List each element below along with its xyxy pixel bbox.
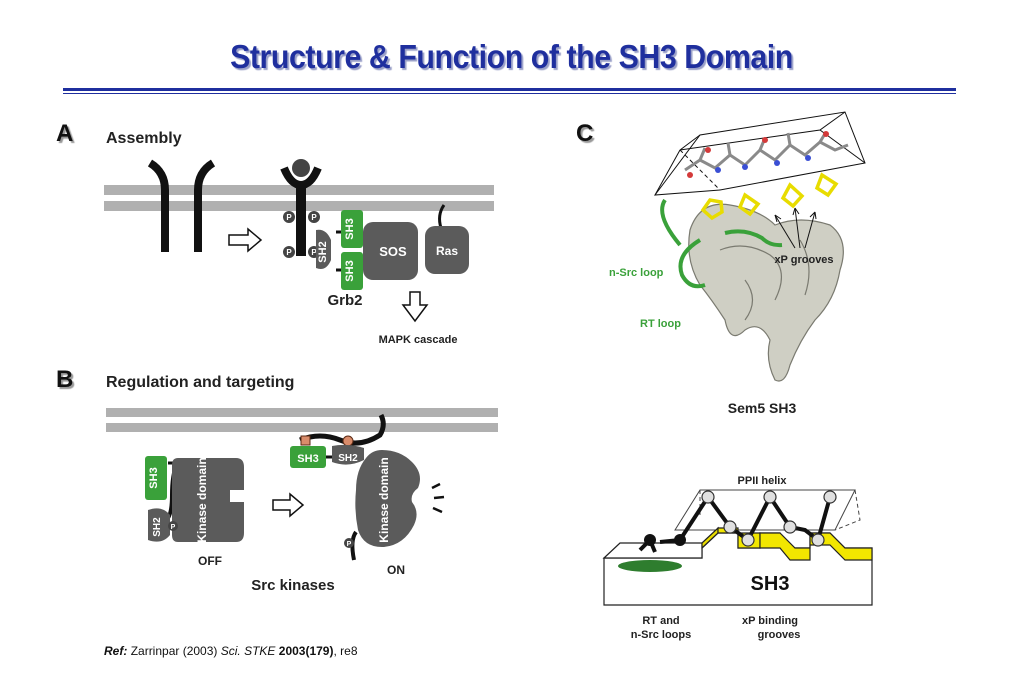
ppii-beads <box>701 490 837 547</box>
sh2-domain-a <box>316 229 331 269</box>
rt-and-label: RT and <box>642 615 679 627</box>
kinase-domain-label-on: Kinase domain <box>377 457 391 542</box>
off-label: OFF <box>198 554 222 568</box>
peptide-sticks <box>684 131 849 172</box>
sh3-label-b-off: SH3 <box>148 467 160 488</box>
rt-n-src-loop-patch <box>618 560 682 572</box>
receptor-inactive <box>147 159 216 252</box>
ref-author: Zarrinpar (2003) <box>130 644 218 658</box>
ref-journal: Sci. STKE <box>220 644 276 658</box>
panel-a-heading: Assembly <box>106 130 182 147</box>
ras-label: Ras <box>436 244 458 258</box>
ppii-helix-label: PPII helix <box>738 475 788 487</box>
sh3-label-a-bottom: SH3 <box>344 260 356 281</box>
membrane-lower-b <box>106 423 498 432</box>
src-kinases-label: Src kinases <box>251 577 334 594</box>
panel-c-schematic: PPII helix SH3 RT and n-Src loops xP bin… <box>602 475 873 641</box>
ref-prefix: Ref: <box>104 644 128 658</box>
svg-text:P: P <box>311 213 317 222</box>
svg-text:P: P <box>286 213 292 222</box>
n-src-loop-label: n-Src loop <box>609 267 664 279</box>
sh2-label-a: SH2 <box>317 241 329 262</box>
n-src-loops-label: n-Src loops <box>631 629 692 641</box>
sem5-label: Sem5 SH3 <box>728 400 797 416</box>
svg-text:P: P <box>171 524 176 531</box>
ref-page: , re8 <box>333 644 358 658</box>
slide-title: Structure & Function of the SH3 Domain <box>230 38 793 75</box>
panel-a-diagram: P P P P SH2 SH3 SH3 SOS Grb2 Ras MAPK ca… <box>104 159 494 346</box>
kinase-domain-label-off: Kinase domain <box>195 457 209 542</box>
grb2-label: Grb2 <box>327 292 362 309</box>
src-kinase-on: SH3 SH2 Kinase domain P ON <box>290 413 445 577</box>
rt-loop-label: RT loop <box>640 318 681 330</box>
panel-b-diagram: SH3 Kinase domain SH2 P OFF SH3 SH2 Kina… <box>106 408 498 594</box>
arrow-down-icon-a <box>401 291 429 323</box>
panel-b-heading: Regulation and targeting <box>106 374 295 391</box>
panel-c-structure: xP grooves n-Src loop RT loop Sem5 SH3 <box>609 111 866 416</box>
arrow-right-icon-a <box>228 227 263 253</box>
ras-protein <box>425 226 469 274</box>
xp-groove-residues <box>700 172 839 221</box>
sh3-ribbon <box>688 203 844 382</box>
ppii-prism <box>674 489 861 531</box>
arrow-right-icon-b <box>272 492 305 518</box>
sh3-domain-a-top <box>341 210 363 248</box>
receptor-active <box>280 159 322 256</box>
svg-text:P: P <box>311 248 317 257</box>
sh3-domain-a-bottom <box>341 252 363 290</box>
sh2-label-b-on: SH2 <box>338 453 358 464</box>
rt-loop <box>724 229 783 248</box>
title-rule <box>63 88 956 91</box>
reference-citation: Ref: Zarrinpar (2003) Sci. STKE 2003(179… <box>104 644 358 658</box>
activity-burst-icon <box>431 482 445 514</box>
n-src-loop <box>660 198 706 289</box>
panel-a-letter: A <box>56 120 74 147</box>
panel-b-letter: B <box>56 366 74 393</box>
xp-grooves-label: xP grooves <box>774 254 833 266</box>
panel-c-letter: C <box>576 120 594 147</box>
on-label: ON <box>387 563 405 577</box>
sh2-label-b-off: SH2 <box>152 517 163 537</box>
src-kinase-off: SH3 Kinase domain SH2 P OFF <box>145 456 244 568</box>
peptide-box <box>653 111 866 196</box>
grooves-label: grooves <box>758 629 801 641</box>
xp-groove-arrows <box>774 207 817 249</box>
sh3-schematic-label: SH3 <box>751 573 790 595</box>
xp-binding-label: xP binding <box>742 615 798 627</box>
title-rule-thin <box>63 93 956 94</box>
sos-label: SOS <box>379 244 407 259</box>
mapk-label: MAPK cascade <box>379 334 458 346</box>
sh3-label-b-on: SH3 <box>297 453 318 465</box>
ref-volume: 2003(179) <box>278 644 334 658</box>
sh3-label-a-top: SH3 <box>344 218 356 239</box>
sos-protein <box>363 222 418 280</box>
membrane-upper-b <box>106 408 498 417</box>
svg-text:P: P <box>347 541 352 548</box>
svg-text:P: P <box>286 248 292 257</box>
